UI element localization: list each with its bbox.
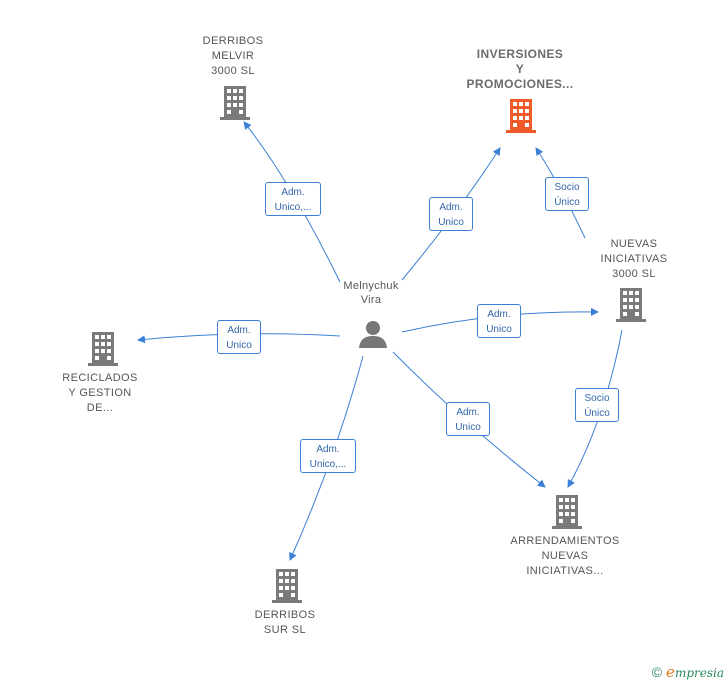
building-icon[interactable] (552, 495, 582, 529)
role-label[interactable]: Adm. Unico (429, 197, 473, 231)
company-name: DERRIBOS SUR SL (254, 609, 316, 636)
company-name: INVERSIONES Y PROMOCIONES... (466, 47, 574, 91)
company-name: DERRIBOS MELVIR 3000 SL (202, 35, 264, 77)
building-icon[interactable] (506, 99, 536, 133)
brand-initial: e (666, 663, 675, 681)
building-icon[interactable] (616, 288, 646, 322)
role-label[interactable]: Adm. Unico (217, 320, 261, 354)
company-name: NUEVAS INICIATIVAS 3000 SL (600, 238, 668, 280)
role-label[interactable]: Adm. Unico,... (300, 439, 356, 473)
company-arrendamientos[interactable]: ARRENDAMIENTOS NUEVAS INICIATIVAS... (500, 534, 630, 579)
role-label[interactable]: Socio Único (545, 177, 589, 211)
role-label[interactable]: Socio Único (575, 388, 619, 422)
person-node[interactable]: Melnychuk Vira (321, 279, 421, 307)
building-icon[interactable] (220, 86, 250, 120)
brand-name: mpresia (674, 666, 724, 680)
company-nuevas-iniciativas[interactable]: NUEVAS INICIATIVAS 3000 SL (579, 237, 689, 282)
company-reciclados[interactable]: RECICLADOS Y GESTION DE... (50, 371, 150, 416)
company-derribos-melvir[interactable]: DERRIBOS MELVIR 3000 SL (183, 34, 283, 79)
role-label[interactable]: Adm. Unico (446, 402, 490, 436)
role-label[interactable]: Adm. Unico,... (265, 182, 321, 216)
building-icon[interactable] (88, 332, 118, 366)
brand-footer: © empresia (652, 663, 724, 681)
building-icon[interactable] (272, 569, 302, 603)
company-derribos-sur[interactable]: DERRIBOS SUR SL (235, 608, 335, 638)
company-inversiones[interactable]: INVERSIONES Y PROMOCIONES... (455, 47, 585, 92)
person-icon[interactable] (358, 319, 388, 349)
role-label[interactable]: Adm. Unico (477, 304, 521, 338)
person-name: Melnychuk Vira (343, 280, 399, 306)
company-name: RECICLADOS Y GESTION DE... (62, 372, 138, 414)
brand-logo: empresia (666, 663, 724, 681)
copyright-icon: © (651, 664, 663, 680)
company-name: ARRENDAMIENTOS NUEVAS INICIATIVAS... (510, 535, 620, 577)
